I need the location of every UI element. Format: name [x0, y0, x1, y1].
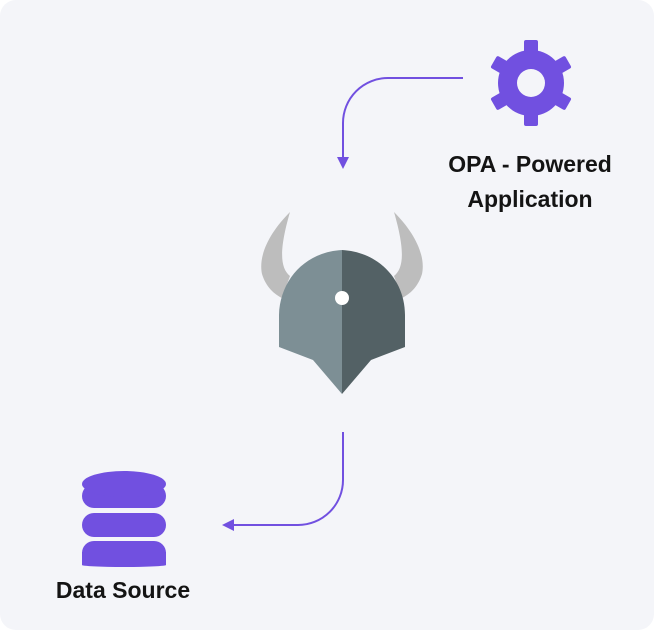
app-label-line1: OPA - Powered: [448, 151, 612, 177]
arrow-opa-to-datasource: [222, 432, 344, 531]
gear-icon: [490, 40, 572, 126]
app-node-label: OPA - Powered Application: [410, 147, 650, 217]
opa-logo-icon: [261, 212, 423, 394]
app-label-line2: Application: [467, 186, 593, 212]
data-source-label: Data Source: [55, 577, 191, 603]
opa-helmet-right: [342, 250, 405, 394]
opa-left-horn: [261, 212, 290, 298]
opa-right-horn: [394, 212, 423, 298]
opa-helmet-rivet: [335, 291, 349, 305]
arrow-app-to-opa: [337, 77, 463, 169]
database-icon: [82, 471, 166, 567]
opa-helmet-left: [279, 250, 342, 394]
